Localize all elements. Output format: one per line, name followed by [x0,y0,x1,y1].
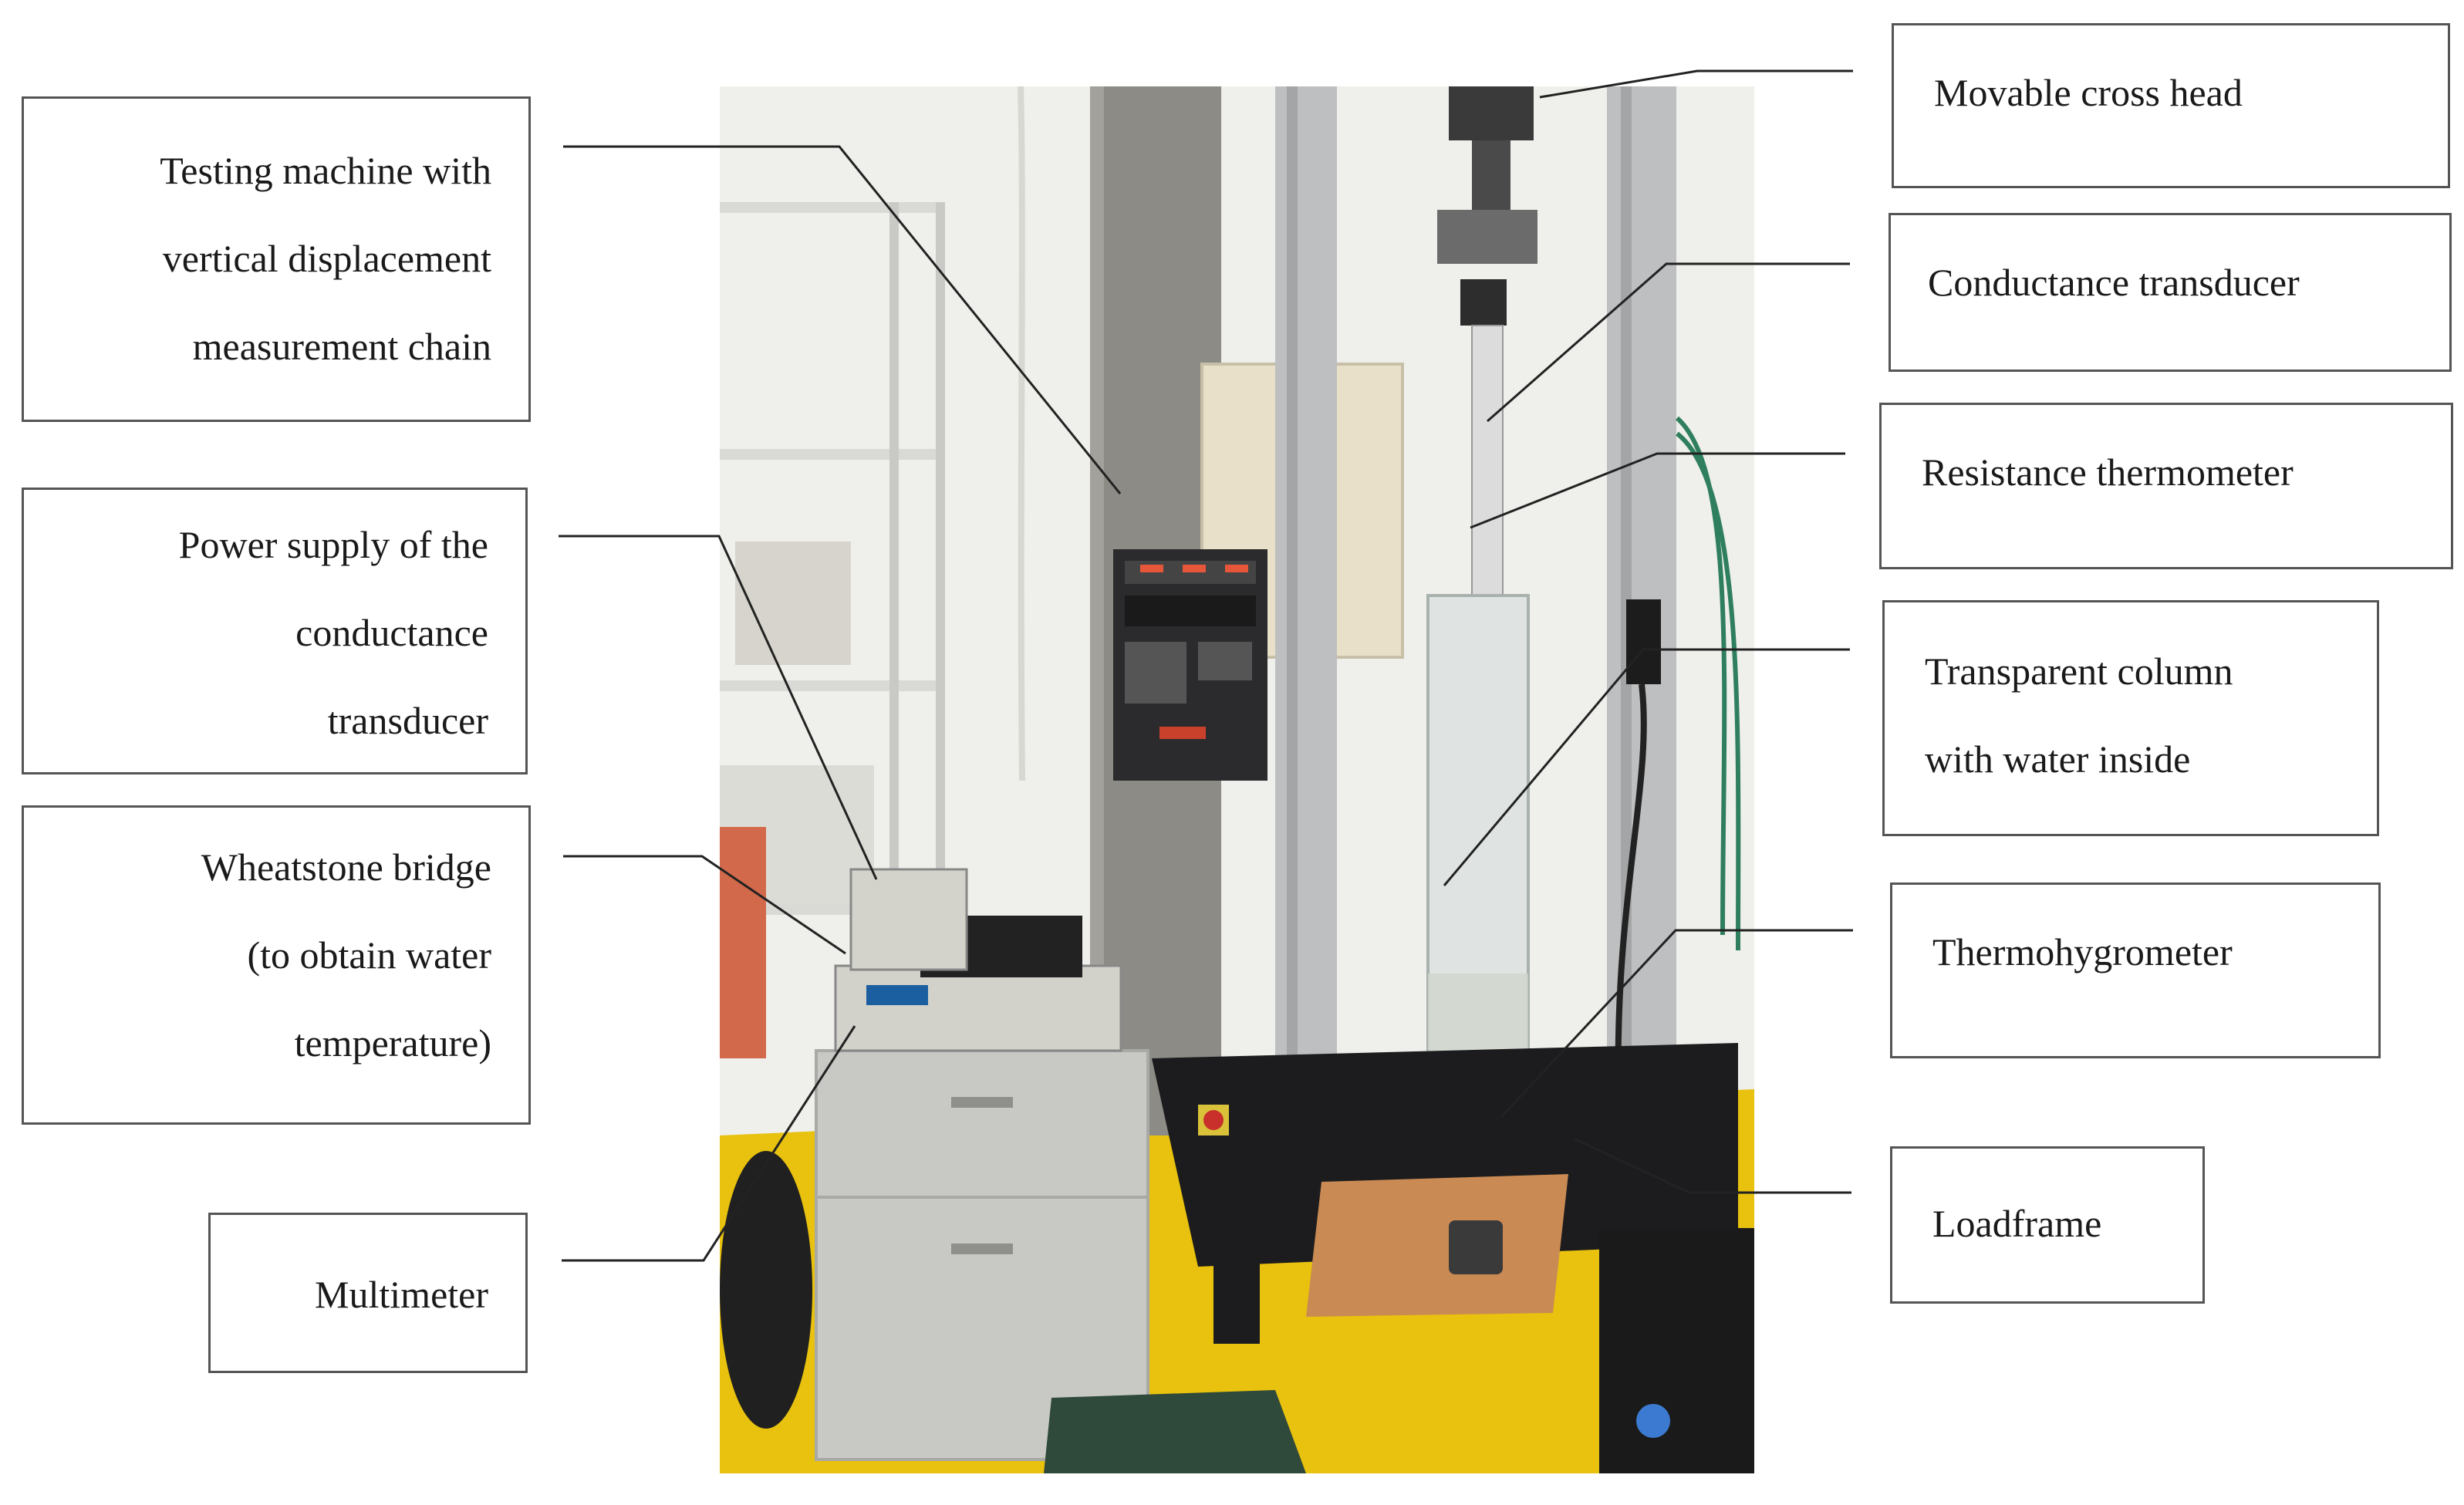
cable-coil [720,1151,812,1429]
label-power-supply: Power supply of the conductance transduc… [22,488,528,774]
label-line: transducer [327,699,488,742]
label-line: Transparent column [1925,650,2233,693]
left-column [1275,86,1337,1112]
label-testing-machine: Testing machine with vertical displaceme… [22,96,531,422]
label-line: measurement chain [192,325,491,368]
thermohygrometer-device [1449,1220,1503,1274]
label-line: with water inside [1925,737,2191,781]
label-thermohygrometer: Thermohygrometer [1890,882,2381,1058]
wheatstone-bridge-device [849,868,968,971]
label-line: Loadframe [1932,1202,2102,1245]
label-line: conductance [295,611,488,654]
label-wheatstone-bridge: Wheatstone bridge (to obtain water tempe… [22,805,531,1125]
cross-head [1449,86,1534,140]
black-case [1599,1228,1754,1473]
label-transparent-column: Transparent column with water inside [1882,600,2379,836]
transducer-rod [1471,325,1504,596]
multimeter-device [834,964,1122,1052]
label-line: Movable cross head [1934,71,2243,114]
label-line: Resistance thermometer [1922,450,2294,494]
lab-photo [720,86,1754,1473]
wooden-board [1306,1174,1568,1317]
label-line: Power supply of the [178,523,488,566]
label-line: Multimeter [315,1273,488,1316]
drawer-cabinet [815,1049,1149,1461]
label-line: (to obtain water [247,933,491,977]
label-movable-cross-head: Movable cross head [1892,23,2450,188]
label-line: Conductance transducer [1928,261,2300,304]
label-multimeter: Multimeter [208,1213,528,1373]
label-line: Wheatstone bridge [201,845,491,889]
label-loadframe: Loadframe [1890,1146,2205,1304]
label-line: Thermohygrometer [1932,930,2233,974]
thermo-sensor [1626,599,1661,684]
label-line: Testing machine with [160,149,491,192]
label-resistance-thermometer: Resistance thermometer [1879,403,2453,569]
label-line: temperature) [294,1021,491,1065]
floor-mat [1044,1390,1306,1473]
label-line: vertical displacement [162,237,491,280]
label-conductance-transducer: Conductance transducer [1889,213,2452,372]
